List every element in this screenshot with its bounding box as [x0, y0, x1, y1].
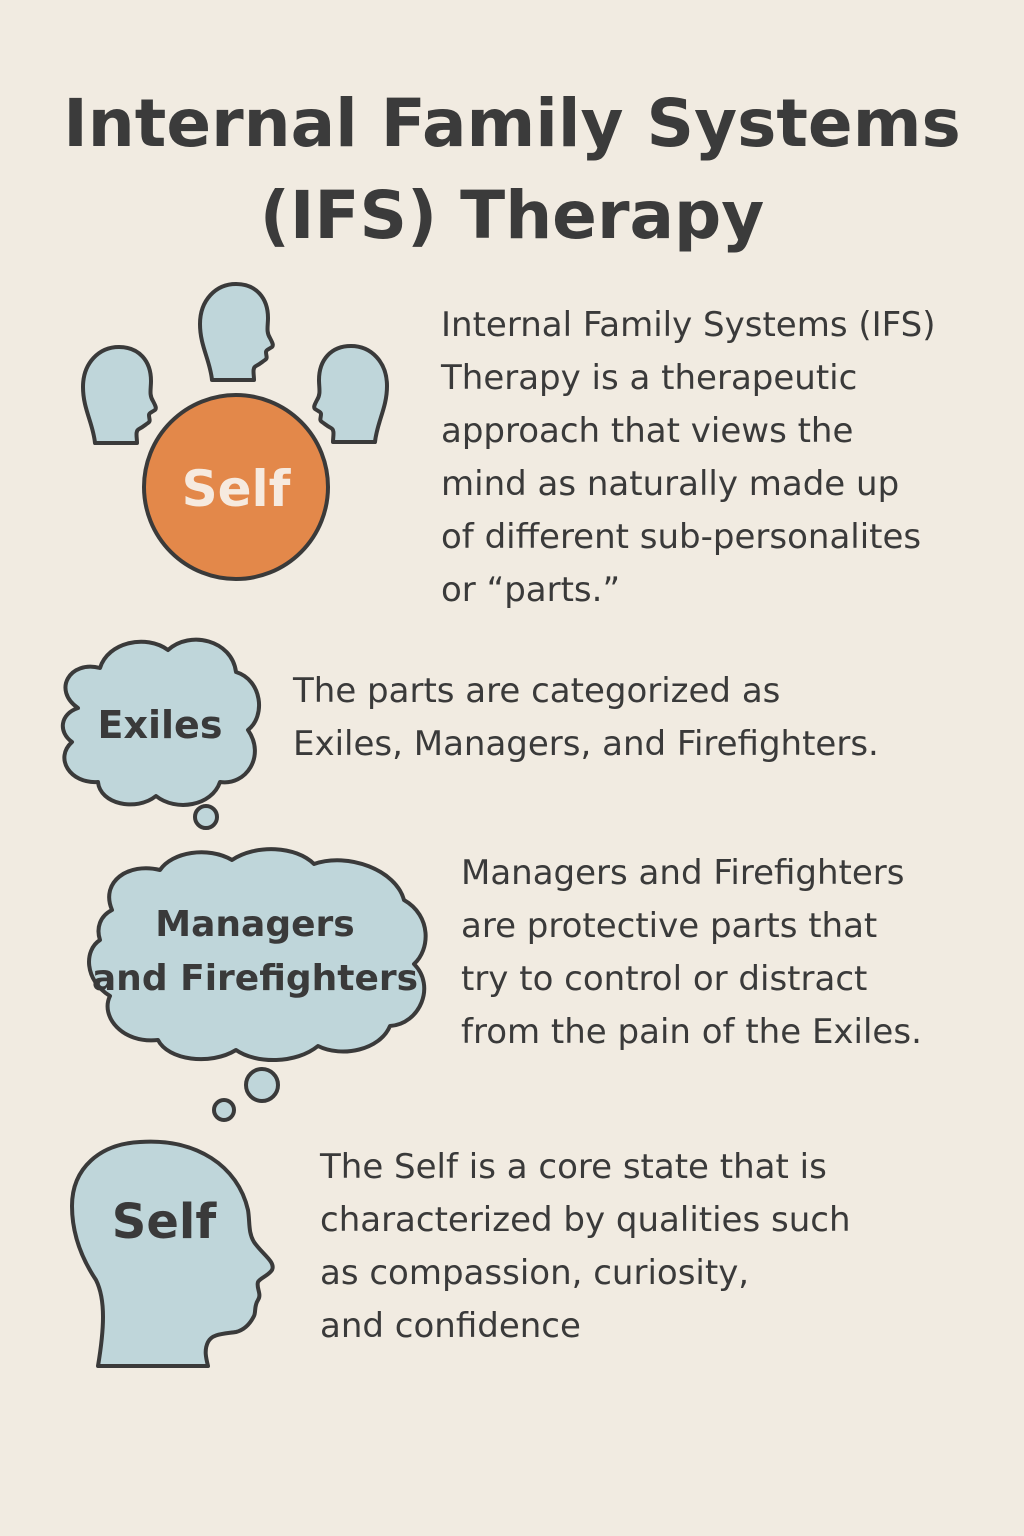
person-head-icon-left [81, 345, 158, 445]
title-line-1: Internal Family Systems [63, 85, 961, 162]
head-label-self: Self [112, 1194, 218, 1250]
intro-line-4: mind as naturally made up [441, 464, 900, 504]
protectors-line-1: Managers and Firefighters [461, 853, 905, 893]
person-head-icon-right [312, 344, 389, 444]
person-head-icon-top [198, 282, 275, 382]
thought-cloud-icon-protectors: Managers and Firefighters [87, 847, 428, 1122]
intro-line-5: of different sub-personalites [441, 517, 922, 557]
thought-cloud-icon-exiles: Exiles [61, 637, 262, 830]
intro-line-6: or “parts.” [441, 570, 621, 610]
thought-dot [193, 804, 219, 830]
page-title: Internal Family Systems (IFS) Therapy [0, 78, 1024, 262]
self-circle-label: Self [182, 460, 292, 518]
intro-text: Internal Family Systems (IFS) Therapy is… [441, 299, 935, 617]
parts-line-2: Exiles, Managers, and Firefighters. [293, 724, 879, 764]
self-line-2: characterized by qualities such [320, 1200, 851, 1240]
title-line-2: (IFS) Therapy [259, 177, 765, 254]
parts-text: The parts are categorized as Exiles, Man… [293, 665, 879, 771]
intro-line-1: Internal Family Systems (IFS) [441, 305, 936, 345]
self-text: The Self is a core state that is charact… [320, 1141, 851, 1353]
head-profile-icon: Self [70, 1139, 275, 1368]
parts-line-1: The parts are categorized as [293, 671, 781, 711]
cloud-label-managers: Managers [155, 904, 354, 945]
self-line-1: The Self is a core state that is [320, 1147, 827, 1187]
self-line-4: and confidence [320, 1306, 581, 1346]
thought-dot-small [212, 1098, 236, 1122]
intro-line-2: Therapy is a therapeutic [441, 358, 858, 398]
protectors-line-3: try to control or distract [461, 959, 868, 999]
self-line-3: as compassion, curiosity, [320, 1253, 750, 1293]
self-circle-icon: Self [142, 393, 330, 581]
intro-line-3: approach that views the [441, 411, 854, 451]
protectors-text: Managers and Firefighters are protective… [461, 847, 922, 1059]
cloud-label-firefighters: and Firefighters [92, 958, 418, 999]
protectors-line-2: are protective parts that [461, 906, 878, 946]
cloud-label-exiles: Exiles [98, 703, 223, 747]
protectors-line-4: from the pain of the Exiles. [461, 1012, 922, 1052]
thought-dot-large [244, 1067, 280, 1103]
